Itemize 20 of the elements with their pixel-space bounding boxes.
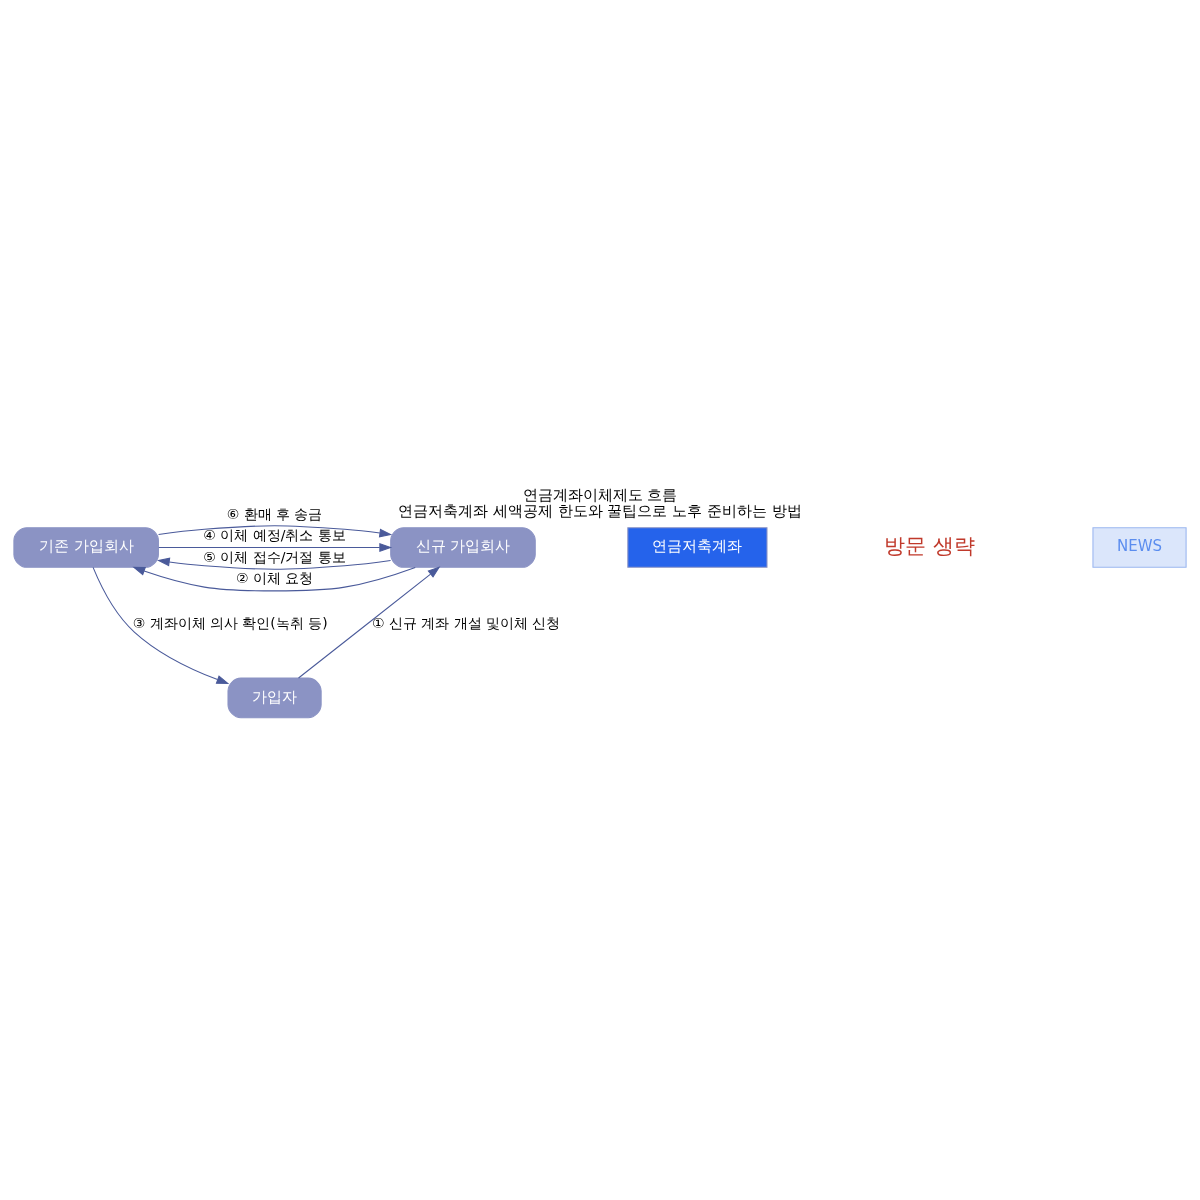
diagram-title: 연금계좌이체제도 흐름 bbox=[522, 485, 678, 504]
edge-label: ⑥ 환매 후 송금 bbox=[226, 505, 323, 522]
node-box: 신규 가입회사 bbox=[390, 526, 536, 568]
edge-label: ② 이체 요청 bbox=[235, 569, 314, 586]
caption: 연금저축계좌 세액공제 한도와 꿀팁으로 노후 준비하는 방법 bbox=[398, 501, 802, 520]
edge-label: ③ 계좌이체 의사 확인(녹취 등) bbox=[132, 614, 328, 631]
arrow bbox=[158, 524, 393, 537]
label: NEWS bbox=[1117, 536, 1163, 555]
arrow bbox=[132, 566, 416, 591]
arrow bbox=[158, 542, 393, 552]
label: 연금저축계좌 bbox=[652, 536, 743, 555]
arrow bbox=[92, 566, 230, 684]
node-box: 가입자 bbox=[227, 677, 322, 718]
arrow bbox=[156, 557, 392, 570]
edge-label: ④ 이체 예정/취소 통보 bbox=[203, 526, 346, 543]
node-box: 기존 가입회사 bbox=[13, 526, 159, 568]
label: 방문 생략 bbox=[884, 532, 976, 558]
edge-label: ⑤ 이체 접수/거절 통보 bbox=[203, 548, 346, 565]
edge-label: ① 신규 계좌 개설 및이체 신청 bbox=[371, 614, 561, 631]
arrow bbox=[298, 565, 441, 678]
